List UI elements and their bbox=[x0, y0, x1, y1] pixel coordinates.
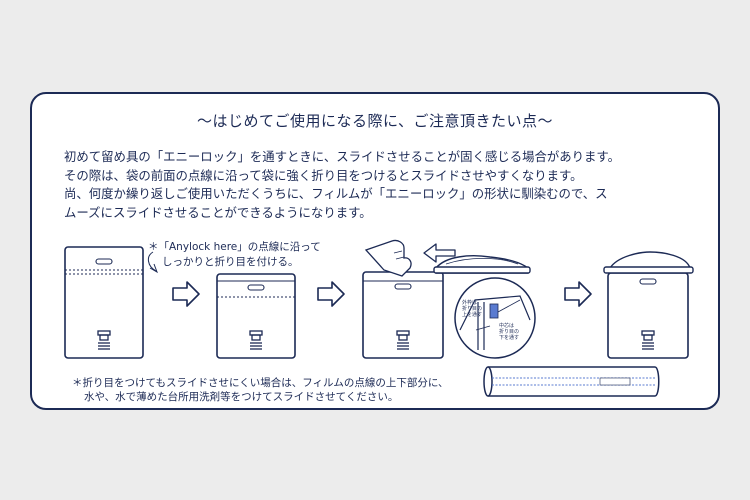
arrow-right-icon bbox=[172, 281, 200, 307]
curved-arrow-icon bbox=[148, 251, 158, 274]
rolled-bag-strip bbox=[483, 366, 660, 397]
bag-step-3 bbox=[362, 239, 531, 359]
arrow-right-icon bbox=[317, 281, 345, 307]
paragraph-line-1: 初めて留め具の「エニーロック」を通すときに、スライドさせることが固く感じる場合が… bbox=[64, 149, 620, 164]
valve-icon bbox=[249, 330, 263, 350]
body-text: 初めて留め具の「エニーロック」を通すときに、スライドさせることが固く感じる場合が… bbox=[64, 148, 704, 222]
paragraph-line-3: 尚、何度か繰り返しご使用いただくうちに、フィルムが「エニーロック」の形状に馴染む… bbox=[64, 186, 608, 201]
slide-note-line-2: 水や、水で薄めた台所用洗剤等をつけてスライドさせてください。 bbox=[84, 391, 399, 403]
callout-outer-label: 外枠は 折り目の 上を通す bbox=[462, 300, 483, 318]
arrow-left-icon bbox=[423, 243, 456, 263]
valve-icon bbox=[641, 330, 655, 350]
bag-step-1 bbox=[64, 246, 144, 359]
paragraph-line-2: その際は、袋の前面の点線に沿って袋に強く折り目をつけるとスライドさせやすくなりま… bbox=[64, 167, 583, 183]
fold-note-line-2: しっかりと折り目を付ける。 bbox=[162, 256, 299, 268]
valve-icon bbox=[97, 330, 111, 350]
fold-note-line-1: ＊「Anylock here」の点線に沿って bbox=[148, 241, 321, 253]
arrow-right-icon bbox=[564, 281, 592, 307]
bag-step-4 bbox=[603, 251, 694, 359]
hand-icon bbox=[364, 239, 412, 277]
paragraph-line-4: ムーズにスライドさせることができるようになります。 bbox=[64, 204, 372, 220]
slide-note-line-1: ＊折り目をつけてもスライドさせにくい場合は、フィルムの点線の上下部分に、 bbox=[72, 377, 449, 389]
zoom-callout bbox=[454, 277, 536, 359]
slide-note: ＊折り目をつけてもスライドさせにくい場合は、フィルムの点線の上下部分に、 水や、… bbox=[72, 376, 449, 404]
fold-note: ＊「Anylock here」の点線に沿って しっかりと折り目を付ける。 bbox=[148, 240, 321, 270]
bag-step-2 bbox=[216, 273, 296, 359]
page-title: 〜はじめてご使用になる際に、ご注意頂きたい点〜 bbox=[196, 112, 554, 130]
valve-icon bbox=[396, 330, 410, 350]
callout-inner-label: 中芯は 折り目の 下を通す bbox=[499, 323, 520, 341]
